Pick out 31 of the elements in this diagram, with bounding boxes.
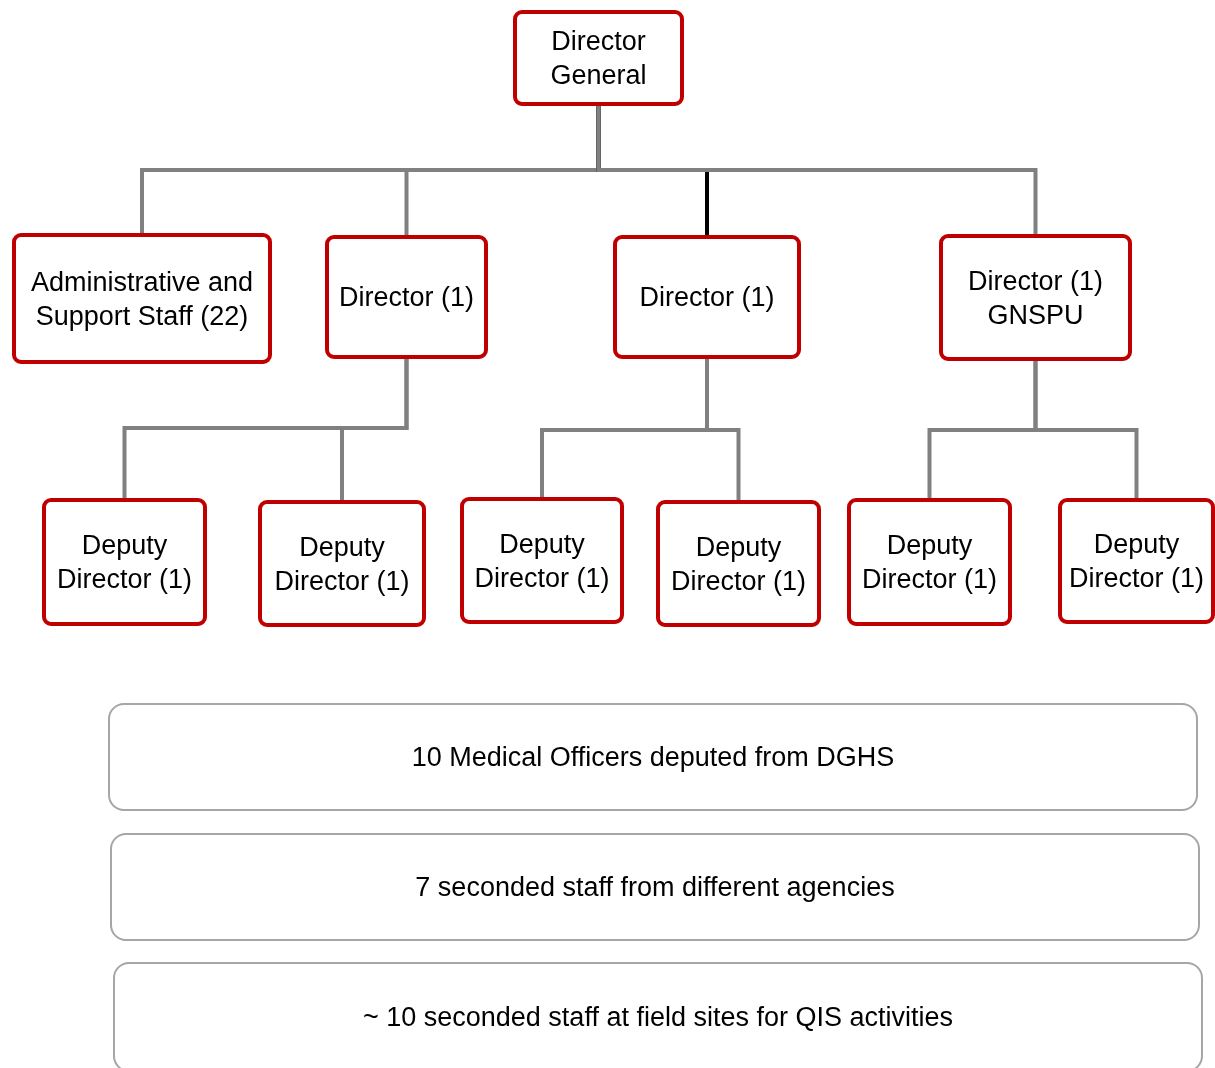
staff-band: [108, 703, 1198, 811]
org-box: [325, 235, 488, 359]
node-label: Deputy Director (1): [861, 529, 998, 596]
node-label: 10 Medical Officers deputed from DGHS: [411, 741, 895, 773]
node-label: Director (1): [639, 281, 775, 314]
node-label: Deputy Director (1): [473, 527, 611, 595]
node-label: Deputy Director (1): [670, 530, 807, 598]
node-label: Deputy Director (1): [273, 530, 411, 598]
connector-line: [1033, 361, 1139, 498]
node-label: Deputy Director (1): [1068, 528, 1205, 595]
org-box: [42, 498, 207, 626]
org-box: [939, 234, 1132, 361]
node-label: Deputy Director (1): [56, 529, 193, 596]
org-box: [12, 233, 272, 364]
connector-line: [596, 106, 1038, 234]
staff-band: [113, 962, 1203, 1068]
org-box: [258, 500, 426, 627]
org-box: [613, 235, 801, 359]
connector-line: [340, 359, 409, 500]
org-box: [656, 500, 821, 627]
org-box: [513, 10, 684, 106]
org-box: [847, 498, 1012, 626]
staff-band: [110, 833, 1200, 941]
org-box: [460, 497, 624, 624]
org-box: [1058, 498, 1215, 624]
node-label: Administrative and Support Staff (22): [29, 265, 255, 333]
node-label: Director (1) GNSPU: [967, 264, 1104, 332]
node-label: ~ 10 seconded staff at field sites for QIS activities: [362, 1001, 954, 1033]
node-label: Director General: [549, 25, 648, 92]
node-label: Director (1): [339, 281, 474, 314]
node-label: 7 seconded staff from different agencies: [415, 871, 895, 903]
